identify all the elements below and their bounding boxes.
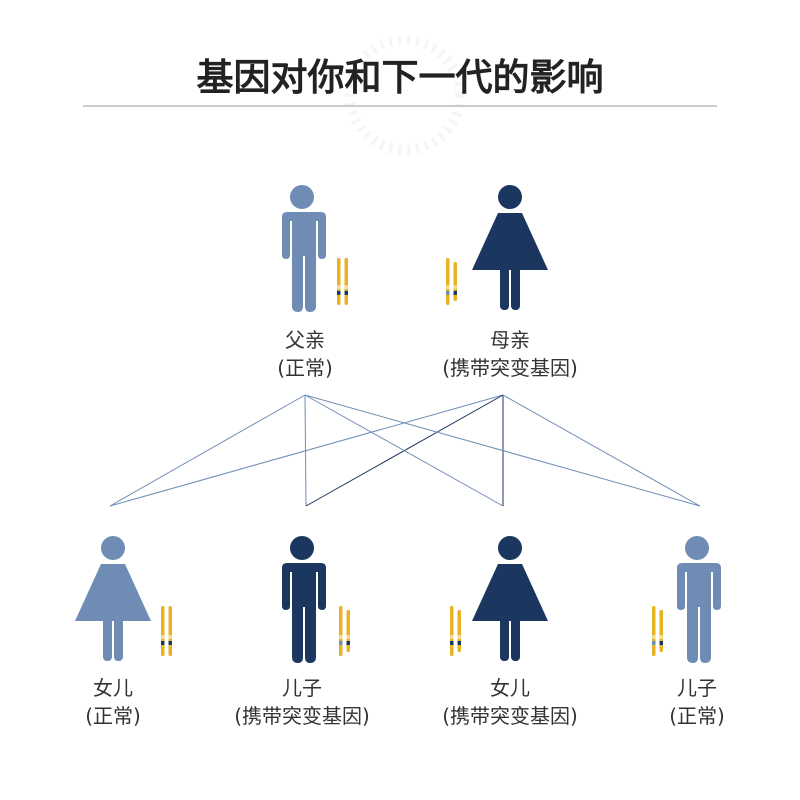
background-watermark [345, 35, 465, 155]
chromosome [168, 606, 172, 656]
chromosome [337, 258, 341, 305]
mother-link-line [109, 394, 504, 507]
person-status-label: (携带突变基因) [442, 704, 578, 728]
chromosome-centromere [339, 635, 343, 639]
man-figure-icon [282, 536, 326, 663]
chromosome-pair-icon [339, 606, 350, 656]
father-link-line [304, 394, 307, 507]
gene-band [337, 290, 341, 295]
person-role-label: 女儿 [490, 676, 530, 700]
chromosome-pair-icon [446, 258, 457, 305]
male-person: 儿子 (正常) [652, 536, 725, 728]
gene-band [168, 641, 172, 645]
chromosome [450, 606, 454, 656]
chromosome [161, 606, 165, 656]
gene-band [450, 641, 454, 645]
gene-band [453, 290, 457, 295]
chromosome-centromere [450, 635, 454, 639]
father-link-line [304, 394, 701, 507]
gene-band [446, 290, 450, 295]
mother-link-line [502, 394, 701, 507]
gene-band [652, 641, 656, 645]
male-person: 父亲 (正常) [277, 185, 348, 380]
gene-band [457, 641, 461, 645]
female-person: 女儿 (携带突变基因) [442, 536, 578, 728]
person-status-label: (正常) [85, 704, 141, 728]
chromosome-centromere [659, 635, 663, 639]
woman-figure-icon [75, 536, 151, 661]
chromosome [344, 258, 348, 305]
person-status-label: (携带突变基因) [442, 356, 578, 380]
female-person: 母亲 (携带突变基因) [442, 185, 578, 380]
chromosome-pair-icon [337, 258, 348, 305]
gene-band [161, 641, 165, 645]
chromosome-centromere [446, 285, 450, 290]
gene-band [339, 641, 343, 645]
person-role-label: 儿子 [282, 676, 322, 700]
chromosome [457, 610, 461, 652]
father-link-line [109, 394, 306, 507]
person-status-label: (正常) [277, 356, 333, 380]
chromosome-centromere [337, 285, 341, 290]
chromosome-centromere [161, 635, 165, 639]
father-link-line [304, 394, 504, 507]
chromosome-pair-icon [161, 606, 172, 656]
chromosome [652, 606, 656, 656]
chromosome-pair-icon [652, 606, 663, 656]
male-person: 儿子 (携带突变基因) [234, 536, 370, 728]
woman-figure-icon [472, 185, 548, 310]
gene-band [344, 290, 348, 295]
person-status-label: (正常) [669, 704, 725, 728]
person-status-label: (携带突变基因) [234, 704, 370, 728]
chromosome-centromere [453, 285, 457, 290]
chromosome [659, 610, 663, 652]
man-figure-icon [677, 536, 721, 663]
person-role-label: 父亲 [285, 328, 325, 352]
chromosome [453, 262, 457, 301]
gene-band [659, 641, 663, 645]
inheritance-lines [109, 394, 701, 507]
chromosome-centromere [344, 285, 348, 290]
page-title: 基因对你和下一代的影响 [197, 56, 604, 99]
chromosome [339, 606, 343, 656]
chromosome-centromere [652, 635, 656, 639]
woman-figure-icon [472, 536, 548, 661]
chromosome-centromere [168, 635, 172, 639]
gene-band [346, 641, 350, 645]
person-role-label: 母亲 [490, 328, 530, 352]
person-role-label: 女儿 [93, 676, 133, 700]
man-figure-icon [282, 185, 326, 312]
chromosome [446, 258, 450, 305]
chromosome-centromere [457, 635, 461, 639]
chromosome-centromere [346, 635, 350, 639]
chromosome [346, 610, 350, 652]
person-role-label: 儿子 [677, 676, 717, 700]
female-person: 女儿 (正常) [75, 536, 172, 728]
chromosome-pair-icon [450, 606, 461, 656]
